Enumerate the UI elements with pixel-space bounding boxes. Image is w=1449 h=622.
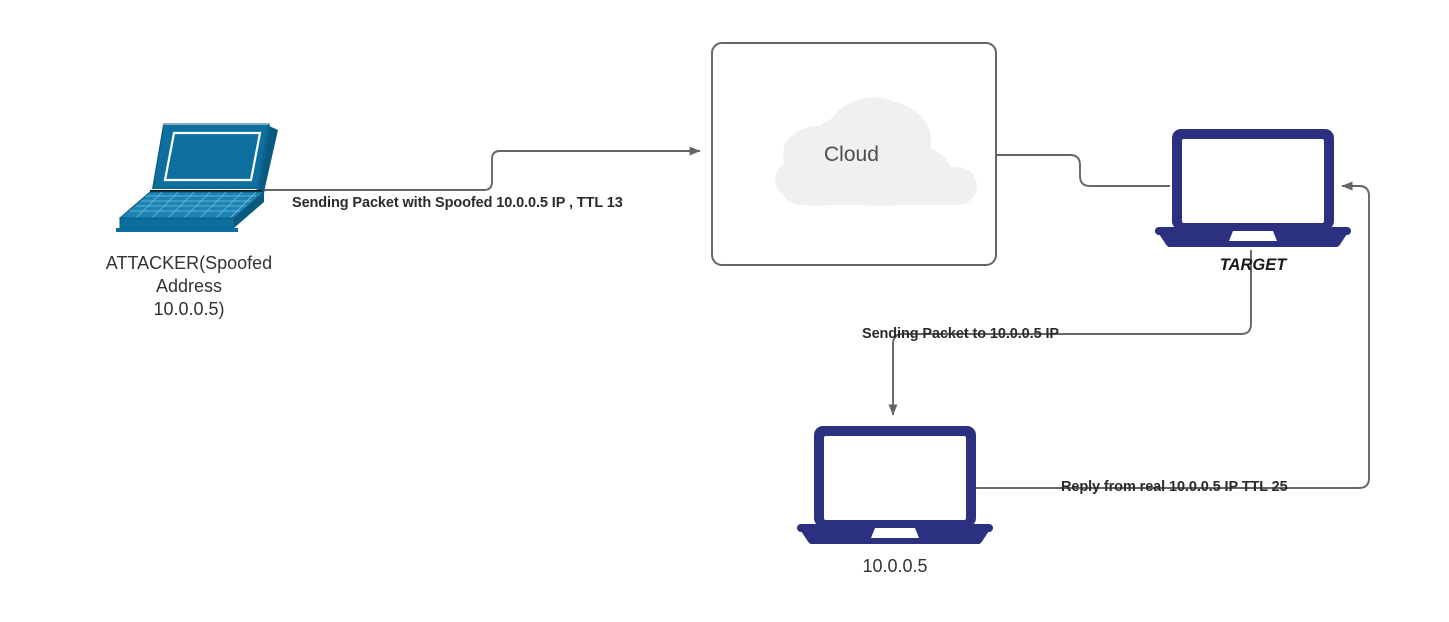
node-attacker[interactable] [112,122,282,232]
edge-label-target-to-victim: Sending Packet to 10.0.0.5 IP [862,326,1059,342]
laptop-front-icon [1155,129,1351,248]
attacker-label-line1: ATTACKER(Spoofed [105,253,273,273]
connector-attacker-to-cloud [262,146,701,191]
attacker-label: ATTACKER(Spoofed Address 10.0.0.5) [64,252,314,321]
node-victim[interactable] [797,424,993,545]
laptop-front-icon [797,426,993,545]
cloud-label: Cloud [824,143,879,166]
node-cloud[interactable] [711,42,997,266]
attacker-label-line3: 10.0.0.5) [153,299,225,320]
edge-label-attacker-to-cloud: Sending Packet with Spoofed 10.0.0.5 IP … [292,195,623,211]
cloud-container [711,42,997,266]
victim-label: 10.0.0.5 [862,556,928,576]
cloud-icon [775,97,977,206]
attacker-label-line2: Address [155,276,223,297]
laptop-isometric-icon [116,123,278,232]
edge-label-victim-to-target: Reply from real 10.0.0.5 IP TTL 25 [1061,479,1288,495]
target-label: TARGET [1219,256,1287,274]
connector-cloud-to-target [996,154,1170,187]
node-target[interactable] [1155,127,1351,248]
